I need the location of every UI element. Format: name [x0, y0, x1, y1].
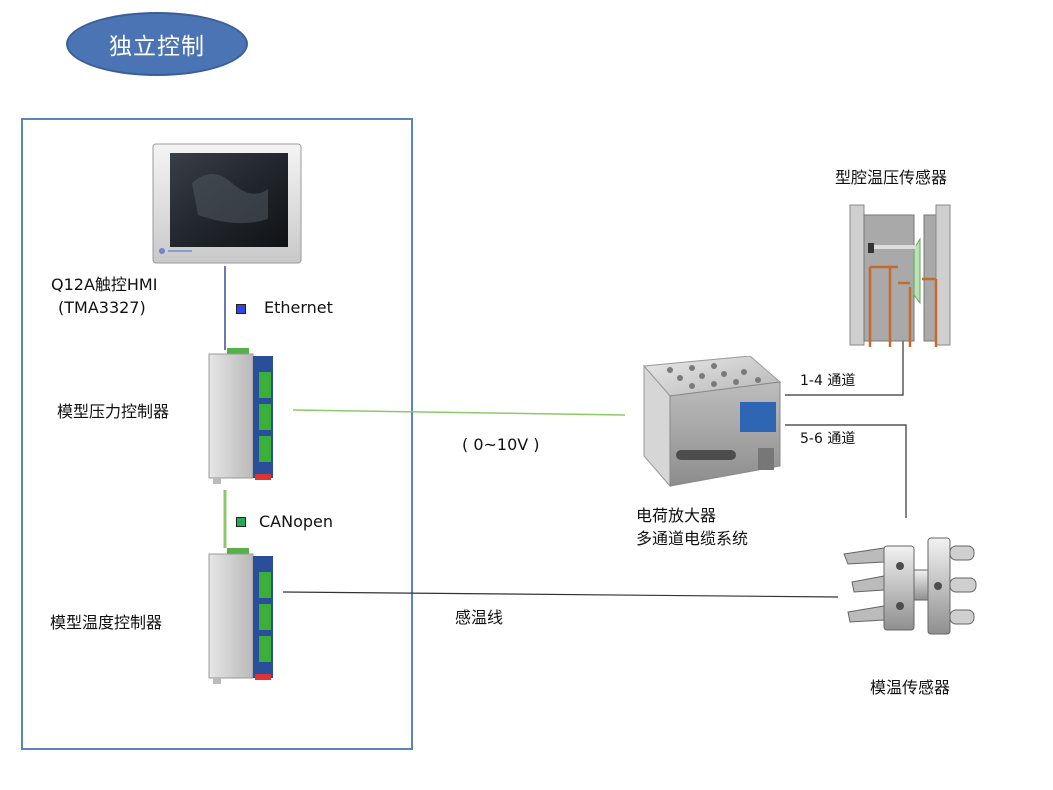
- title-text: 独立控制: [109, 34, 205, 60]
- channel-5-6-label: 5-6 通道: [800, 431, 856, 447]
- channel-5-6-line: [785, 424, 907, 518]
- ethernet-marker: [236, 304, 246, 314]
- hmi-label-line1: Q12A触控HMI: [51, 275, 158, 294]
- title-badge: 独立控制: [66, 12, 248, 76]
- voltage-label: ( 0~10V ): [462, 435, 540, 454]
- amplifier-label-line1: 电荷放大器: [636, 506, 717, 525]
- voltage-line: [292, 409, 626, 416]
- amplifier-label-line2: 多通道电缆系统: [636, 529, 749, 548]
- pressure-controller-label: 模型压力控制器: [57, 402, 170, 421]
- channel-1-4-label: 1-4 通道: [800, 373, 856, 389]
- mold-temp-sensor-label: 模温传感器: [870, 678, 951, 697]
- temperature-controller-icon: [208, 548, 273, 684]
- canopen-marker: [236, 517, 246, 527]
- thermo-wire-line: [282, 591, 839, 598]
- hmi-label-line2: (TMA3327): [58, 298, 146, 317]
- canopen-label: CANopen: [259, 512, 334, 531]
- charge-amplifier-icon: [642, 356, 782, 488]
- cavity-sensor-label: 型腔温压传感器: [835, 168, 948, 187]
- ethernet-label: Ethernet: [264, 298, 333, 317]
- mold-temp-sensor-icon: [843, 537, 977, 635]
- pressure-controller-icon: [208, 348, 273, 484]
- hmi-touch-panel-icon: [152, 143, 302, 264]
- cavity-sensor-icon: [849, 204, 951, 347]
- independent-control-frame: [21, 118, 413, 750]
- channel-1-4-line: [785, 340, 904, 396]
- temperature-controller-label: 模型温度控制器: [50, 613, 163, 632]
- thermo-wire-label: 感温线: [455, 608, 504, 627]
